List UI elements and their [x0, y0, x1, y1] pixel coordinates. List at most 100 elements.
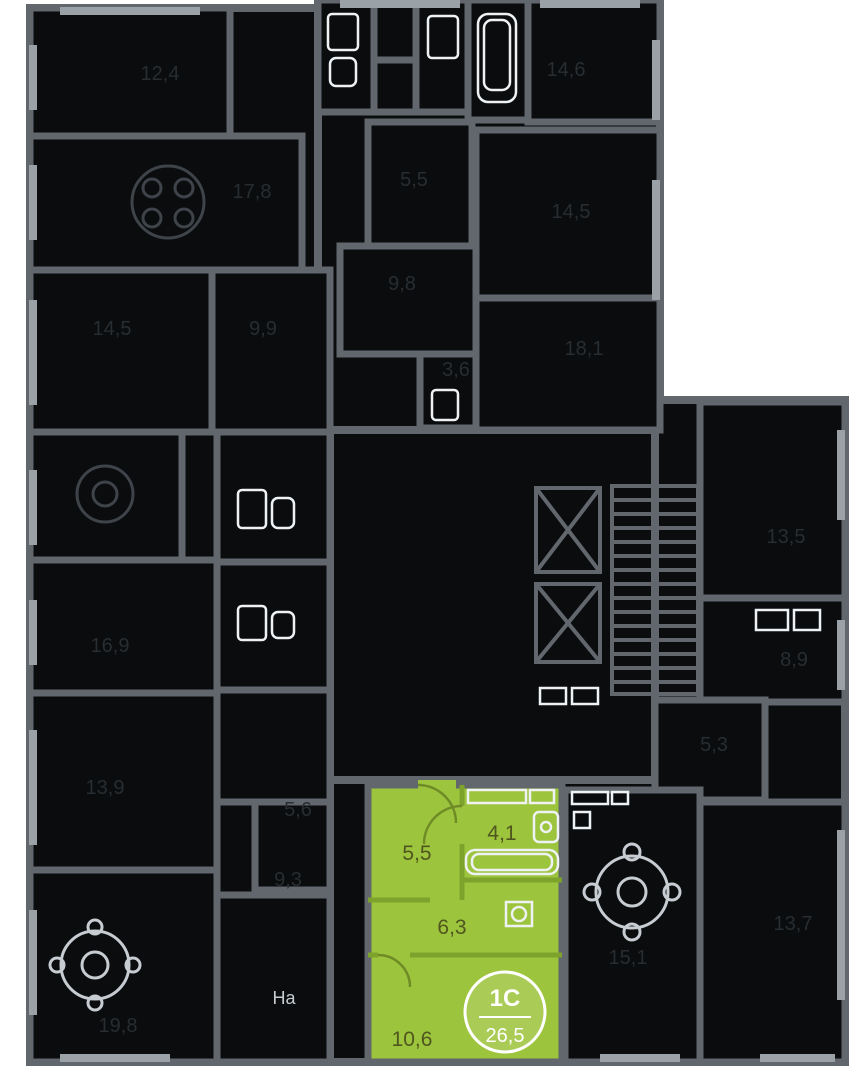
room-area-label: 16,9 — [91, 635, 130, 657]
stairs-icon — [610, 484, 700, 696]
room-area-label: 13,7 — [774, 913, 813, 935]
elevator-cross — [534, 582, 602, 664]
room-outline — [370, 56, 420, 116]
sink-icon — [236, 488, 268, 530]
bathtub-inner — [470, 852, 554, 872]
shelf-icon — [570, 790, 610, 806]
shelf-icon — [610, 790, 630, 806]
bathtub-inner — [482, 18, 512, 92]
room-outline — [472, 294, 664, 434]
shelf-icon — [538, 686, 568, 706]
apartment-room-area: 10,6 — [392, 1028, 433, 1051]
room-area-label: 5,6 — [284, 799, 312, 821]
room-outline — [696, 594, 849, 706]
door-arc-icon — [422, 804, 463, 845]
room-area-label: 9,9 — [249, 318, 277, 340]
room-outline — [696, 398, 849, 602]
room-outline — [213, 558, 334, 694]
room-outline — [561, 786, 704, 1066]
apartment-fixtures — [464, 788, 560, 928]
dining-table-icon — [582, 842, 682, 942]
room-outline — [26, 556, 221, 697]
elevator-shaft — [534, 582, 602, 664]
toilet-icon — [270, 496, 296, 530]
apartment-room-area: 5,5 — [402, 842, 431, 865]
toilet-icon — [270, 610, 296, 640]
corner-label: На — [272, 988, 296, 1008]
room-outline — [370, 0, 420, 64]
washing-machine-door — [510, 905, 528, 923]
room-area-label: 9,3 — [274, 869, 302, 891]
room-outline — [412, 0, 472, 116]
room-outline — [364, 118, 476, 250]
sink-icon — [426, 14, 460, 60]
room-area-label: 18,1 — [565, 338, 604, 360]
shelf-icon — [572, 810, 592, 830]
badge-area-label: 26,5 — [486, 1025, 525, 1047]
room-area-label: 12,4 — [141, 63, 180, 85]
room-area-label: 15,1 — [609, 947, 648, 969]
room-area-label: 13,5 — [767, 526, 806, 548]
sink-icon — [326, 12, 360, 52]
sink-drain — [539, 820, 553, 834]
room-outline — [336, 242, 480, 358]
dining-table-icon — [75, 464, 135, 524]
room-area-label: 14,5 — [552, 201, 591, 223]
room-outline — [26, 4, 234, 140]
room-outline — [26, 428, 186, 564]
highlighted-apartment[interactable]: 5,5 4,1 6,3 10,6 1С 26,5 — [364, 780, 566, 1066]
room-area-label: 13,9 — [86, 777, 125, 799]
washing-machine-icon — [504, 900, 534, 928]
badge-circle[interactable] — [463, 970, 547, 1054]
room-area-label: 8,9 — [780, 649, 808, 671]
shelf-icon — [528, 788, 556, 805]
elevator-cross — [534, 486, 602, 574]
elevator-icon — [534, 486, 602, 664]
door-arc-icon — [417, 783, 458, 824]
room-outline — [213, 686, 334, 806]
room-area-label: 5,3 — [700, 734, 728, 756]
room-outline — [651, 696, 769, 804]
sink-icon — [236, 604, 268, 642]
apartment-badge[interactable]: 1С 26,5 — [463, 970, 547, 1054]
room-outline — [472, 126, 664, 302]
room-outline — [213, 891, 334, 1066]
bathtub-icon — [464, 848, 560, 876]
door-arc-icon — [377, 953, 412, 988]
room-area-label: 5,5 — [400, 169, 428, 191]
sink-icon — [430, 388, 460, 422]
room-outline — [251, 798, 334, 894]
shelf-icon — [754, 608, 790, 632]
room-outline — [213, 428, 334, 566]
background-room-labels: 12,4 17,8 14,5 9,9 16,9 13,9 19,8 9,3 5,… — [86, 59, 813, 1037]
bathtub-icon — [476, 12, 518, 104]
shelf-icon — [466, 788, 528, 805]
shelf-icon — [792, 608, 822, 632]
room-area-label: 14,5 — [93, 318, 132, 340]
room-area-label: 3,6 — [442, 359, 470, 381]
windows — [29, 0, 845, 1062]
room-outline — [26, 132, 306, 274]
room-outline — [26, 266, 216, 436]
badge-type-label: 1С — [490, 985, 521, 1012]
dining-table-icon — [48, 918, 142, 1012]
room-area-label: 14,6 — [547, 59, 586, 81]
rooms — [26, 0, 849, 1066]
bathroom-fixtures — [236, 12, 822, 830]
shelf-icon — [570, 686, 600, 706]
apartment-walls — [368, 785, 562, 958]
room-area-label: 17,8 — [233, 181, 272, 203]
stove-icon — [130, 164, 206, 240]
entrance-opening — [418, 780, 456, 789]
room-area-label: 9,8 — [388, 273, 416, 295]
room-outline — [314, 0, 378, 116]
elevator-shaft — [534, 486, 602, 574]
room-outline — [696, 798, 849, 1066]
room-outline — [208, 266, 334, 436]
apartment-room-area: 4,1 — [487, 822, 516, 845]
room-area-label: 19,8 — [99, 1015, 138, 1037]
toilet-icon — [328, 56, 358, 88]
apartment-room-area: 6,3 — [437, 916, 466, 939]
